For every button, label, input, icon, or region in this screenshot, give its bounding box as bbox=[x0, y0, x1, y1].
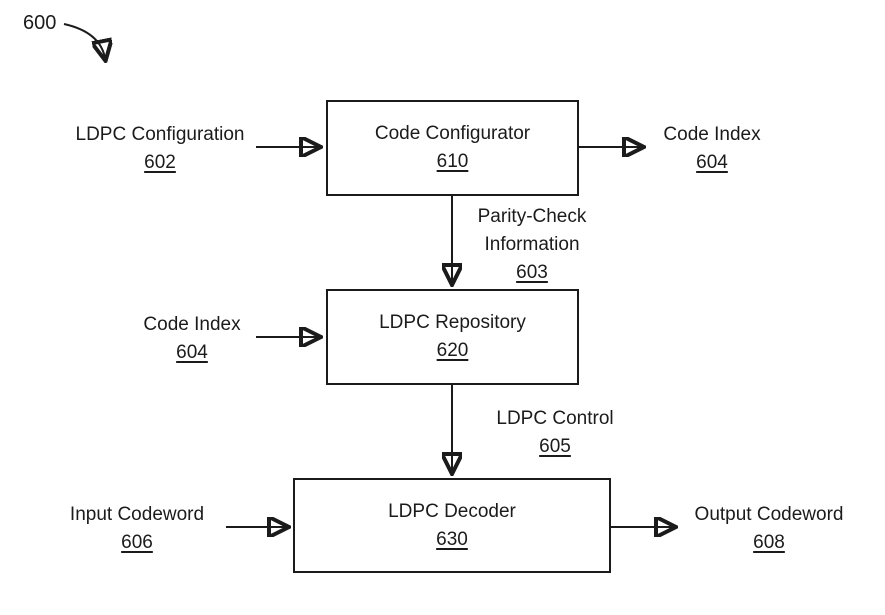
output-codeword-ref: 608 bbox=[753, 532, 785, 553]
ldpc-control-label: LDPC Control 605 bbox=[496, 405, 613, 461]
output-codeword-text: Output Codeword bbox=[694, 504, 844, 525]
output-codeword-label: Output Codeword 608 bbox=[695, 501, 844, 557]
ldpc-control-text: LDPC Control bbox=[496, 408, 614, 429]
ldpc-repository-ref: 620 bbox=[436, 340, 469, 361]
code-index-input-ref: 604 bbox=[176, 342, 208, 363]
ldpc-decoder-box: LDPC Decoder 630 bbox=[293, 478, 611, 573]
ldpc-configuration-label: LDPC Configuration 602 bbox=[76, 121, 245, 177]
code-index-input-text: Code Index bbox=[143, 314, 241, 335]
code-index-input-label: Code Index 604 bbox=[143, 311, 240, 367]
parity-check-information-ref: 603 bbox=[516, 262, 548, 283]
ldpc-repository-box: LDPC Repository 620 bbox=[326, 289, 579, 385]
parity-check-information-line1: Parity-Check bbox=[477, 206, 587, 227]
ldpc-configuration-text: LDPC Configuration bbox=[75, 124, 245, 145]
code-configurator-box: Code Configurator 610 bbox=[326, 100, 579, 196]
code-configurator-title: Code Configurator bbox=[374, 123, 531, 144]
figure-reference-number: 600 bbox=[23, 12, 57, 34]
input-codeword-ref: 606 bbox=[121, 532, 153, 553]
ldpc-decoder-ref: 630 bbox=[436, 528, 468, 550]
code-index-output-text: Code Index bbox=[663, 124, 761, 145]
code-index-output-label: Code Index 604 bbox=[663, 121, 760, 177]
ldpc-decoder-title: LDPC Decoder bbox=[388, 500, 516, 522]
input-codeword-label: Input Codeword 606 bbox=[70, 501, 204, 557]
parity-check-information-line2: Information bbox=[484, 234, 580, 255]
parity-check-information-label: Parity-Check Information 603 bbox=[478, 203, 587, 287]
ldpc-repository-title: LDPC Repository bbox=[379, 312, 526, 333]
code-index-output-ref: 604 bbox=[696, 152, 728, 173]
code-configurator-ref: 610 bbox=[436, 151, 469, 172]
input-codeword-text: Input Codeword bbox=[69, 504, 205, 525]
ldpc-configuration-ref: 602 bbox=[144, 152, 176, 173]
ldpc-control-ref: 605 bbox=[539, 436, 571, 457]
figure-ref-curved-arrow bbox=[63, 23, 105, 58]
